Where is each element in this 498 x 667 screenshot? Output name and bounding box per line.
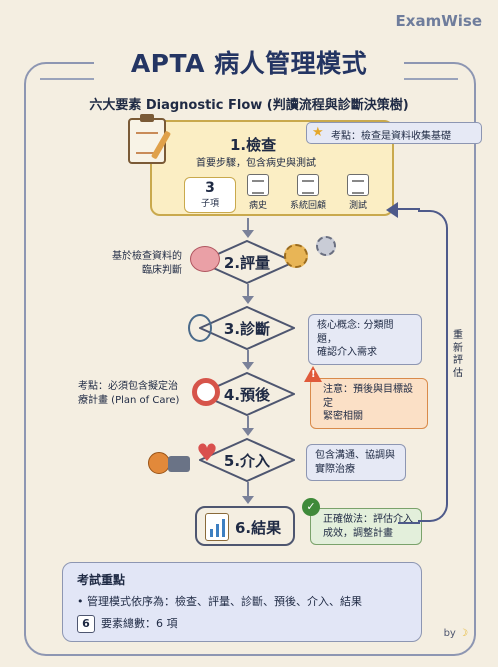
step-label: 2.評量 <box>223 254 271 272</box>
subitem-count: 3 <box>205 180 215 196</box>
exam-summary-box: 考試重點 • 管理模式依序為：檢查、評量、診斷、預後、介入、結果 6 要素總數：6… <box>62 562 422 642</box>
title-rule-left <box>40 78 100 80</box>
reassessment-loop-top <box>394 208 420 210</box>
count-text: 要素總數：6 項 <box>101 617 178 630</box>
count-badge: 6 <box>77 615 95 633</box>
reassessment-label: 重 新 評 估 <box>452 330 464 380</box>
brand-logo: ExamWise <box>395 12 482 30</box>
reassessment-loop-line <box>418 210 448 522</box>
step-label: 4.預後 <box>223 386 271 404</box>
byline-text: by <box>443 628 456 639</box>
page-subtitle: 六大要素 Diagnostic Flow (判讀流程與診斷決策樹) <box>89 98 409 113</box>
ball-icon <box>148 452 170 474</box>
chart-icon <box>205 513 229 541</box>
stethoscope-icon <box>188 314 212 342</box>
reassessment-arrowhead <box>386 202 398 218</box>
byline: by ☽ <box>444 628 468 639</box>
checklist-icon <box>297 174 319 196</box>
title-rule-right <box>398 78 458 80</box>
step-label: 1.檢查 <box>230 136 277 154</box>
prognosis-note: 考點：必須包含擬定治 療計畫 (Plan of Care) <box>78 381 180 406</box>
step-description: 首要步驟，包含病史與測試 <box>196 158 316 169</box>
banana-icon: ☽ <box>459 628 468 639</box>
brain-icon <box>190 246 220 272</box>
evaluation-note: 基於檢查資料的 臨床判斷 <box>112 251 182 276</box>
flow-arrow <box>242 350 254 370</box>
flow-arrow <box>242 218 254 238</box>
heart-hands-icon: ♥ <box>196 439 218 467</box>
step-label: 5.介入 <box>223 452 271 470</box>
clipboard-test-icon <box>347 174 369 196</box>
intervention-note: 包含溝通、協調與 實際治療 <box>306 444 406 481</box>
subitem-count-box: 3 子項 <box>184 177 236 213</box>
document-icon <box>247 174 269 196</box>
subitem-tests: 測試 <box>328 174 388 211</box>
target-icon <box>192 378 220 406</box>
step-intervention: 5.介入 <box>199 438 295 482</box>
warning-icon-mark: ! <box>311 369 316 380</box>
warning-icon <box>304 366 322 382</box>
subitem-history: 病史 <box>228 174 288 211</box>
subitem-systems-review: 系統回顧 <box>278 174 338 211</box>
step-examination: 1.檢查 首要步驟，包含病史與測試 3 子項 病史 系統回顧 測試 <box>150 120 394 216</box>
subitem-label: 病史 <box>248 201 267 211</box>
page-title: APTA 病人管理模式 <box>130 49 368 78</box>
reassessment-loop-connector <box>398 522 420 524</box>
gears-icon <box>284 244 308 268</box>
title-backdrop <box>94 42 404 80</box>
dumbbell-icon <box>168 456 190 472</box>
summary-title: 考試重點 <box>77 573 126 587</box>
outcome-note: 正確做法：評估介入 成效，調整計畫 <box>310 508 422 545</box>
exam-point-text: 考點：檢查是資料收集基礎 <box>331 131 451 142</box>
subitem-label: 測試 <box>348 201 367 211</box>
summary-bullet-text: 管理模式依序為：檢查、評量、診斷、預後、介入、結果 <box>87 595 362 608</box>
flow-arrow <box>242 284 254 304</box>
subitem-label: 系統回顧 <box>289 201 326 211</box>
step-prognosis: 4.預後 <box>199 372 295 416</box>
star-icon: ★ <box>312 125 324 140</box>
flow-arrow <box>242 416 254 436</box>
diagnosis-note: 核心概念: 分類問題， 確認介入需求 <box>308 314 422 365</box>
flow-arrow <box>242 482 254 504</box>
summary-bullet: • 管理模式依序為：檢查、評量、診斷、預後、介入、結果 <box>77 595 362 608</box>
step-evaluation: 2.評量 <box>199 240 295 284</box>
step-outcome: 6.結果 <box>195 506 295 546</box>
exam-point-note: ★ 考點：檢查是資料收集基礎 <box>306 122 482 144</box>
summary-count: 6 要素總數：6 項 <box>77 615 178 633</box>
step-diagnosis: 3.診斷 <box>199 306 295 350</box>
subitem-caption: 子項 <box>200 199 219 209</box>
step-label: 6.結果 <box>235 519 282 537</box>
prognosis-warning-note: 注意：預後與目標設定 緊密相關 <box>310 378 428 429</box>
gear-icon <box>316 236 336 256</box>
step-label: 3.診斷 <box>223 320 271 338</box>
check-icon: ✓ <box>302 498 320 516</box>
